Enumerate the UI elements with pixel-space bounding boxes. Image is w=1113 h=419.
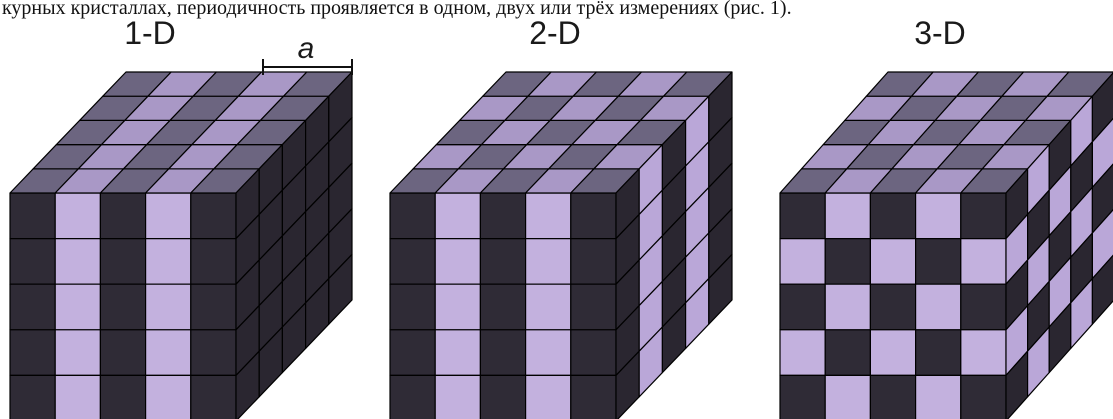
front-cell [524, 329, 572, 376]
side-cell [1091, 72, 1113, 143]
front-cell [479, 329, 527, 376]
front-cell [779, 329, 826, 376]
front-cell [145, 374, 192, 419]
front-cell [389, 374, 436, 419]
front-cell [389, 283, 436, 331]
front-cell [570, 329, 617, 376]
front-cell [145, 329, 192, 376]
front-cell [479, 238, 527, 285]
front-cell [960, 238, 1007, 285]
front-cell [960, 283, 1007, 331]
front-cell [824, 238, 872, 285]
front-cell [524, 374, 572, 419]
front-cell [570, 374, 617, 419]
front-cell [389, 329, 436, 376]
front-cell [914, 238, 962, 285]
side-cell [1091, 209, 1113, 280]
front-cell [54, 329, 102, 376]
front-cell [434, 238, 481, 285]
front-cell [434, 192, 481, 240]
panel-title-2d: 2-D [529, 15, 581, 51]
panel-title-1d: 1-D [124, 15, 176, 51]
front-cell [869, 329, 917, 376]
front-cell [389, 192, 436, 240]
front-cell [914, 374, 962, 419]
period-dimension-marker: a [262, 32, 353, 75]
front-cell [54, 374, 102, 419]
cube-1d [9, 71, 353, 419]
cube-2d [389, 71, 733, 419]
front-cell [914, 192, 962, 240]
front-cell [190, 329, 237, 376]
front-cell [99, 329, 147, 376]
front-cell [960, 374, 1007, 419]
front-cell [869, 374, 917, 419]
front-cell [190, 374, 237, 419]
front-cell [779, 374, 826, 419]
side-cell [328, 253, 353, 325]
front-cell [824, 283, 872, 331]
front-cell [570, 283, 617, 331]
front-cell [570, 192, 617, 240]
front-cell [824, 192, 872, 240]
front-cell [479, 283, 527, 331]
front-cell [9, 192, 56, 240]
top-cell [1046, 71, 1113, 97]
front-cell [145, 238, 192, 285]
front-cell [524, 283, 572, 331]
front-cell [960, 192, 1007, 240]
front-cell [190, 192, 237, 240]
front-cell [99, 192, 147, 240]
panel-title-3d: 3-D [914, 15, 966, 51]
front-cell [779, 192, 826, 240]
front-cell [9, 374, 56, 419]
front-cell [479, 374, 527, 419]
side-cell [1091, 163, 1113, 234]
front-cell [434, 374, 481, 419]
front-cell [9, 329, 56, 376]
front-cell [914, 283, 962, 331]
front-cell [570, 238, 617, 285]
side-cell [708, 253, 733, 325]
front-cell [779, 238, 826, 285]
front-cell [190, 238, 237, 285]
front-cell [524, 238, 572, 285]
front-cell [145, 283, 192, 331]
dimension-label: a [298, 32, 315, 65]
front-cell [99, 283, 147, 331]
front-cell [99, 374, 147, 419]
front-cell [9, 238, 56, 285]
front-cell [54, 238, 102, 285]
front-cell [960, 329, 1007, 376]
front-cell [824, 329, 872, 376]
caption-text: курных кристаллах, периодичность проявля… [2, 0, 792, 19]
side-cell [1091, 254, 1113, 325]
front-cell [54, 283, 102, 331]
front-cell [99, 238, 147, 285]
front-cell [434, 283, 481, 331]
front-cell [524, 192, 572, 240]
front-cell [190, 283, 237, 331]
front-cell [824, 374, 872, 419]
front-cell [914, 329, 962, 376]
cube-3d [779, 71, 1113, 419]
front-cell [479, 192, 527, 240]
front-cell [389, 238, 436, 285]
front-cell [54, 192, 102, 240]
front-cell [869, 192, 917, 240]
front-cell [145, 192, 192, 240]
front-cell [779, 283, 826, 331]
front-cell [869, 238, 917, 285]
front-cell [434, 329, 481, 376]
front-cell [869, 283, 917, 331]
front-cell [9, 283, 56, 331]
side-cell [1091, 117, 1113, 188]
